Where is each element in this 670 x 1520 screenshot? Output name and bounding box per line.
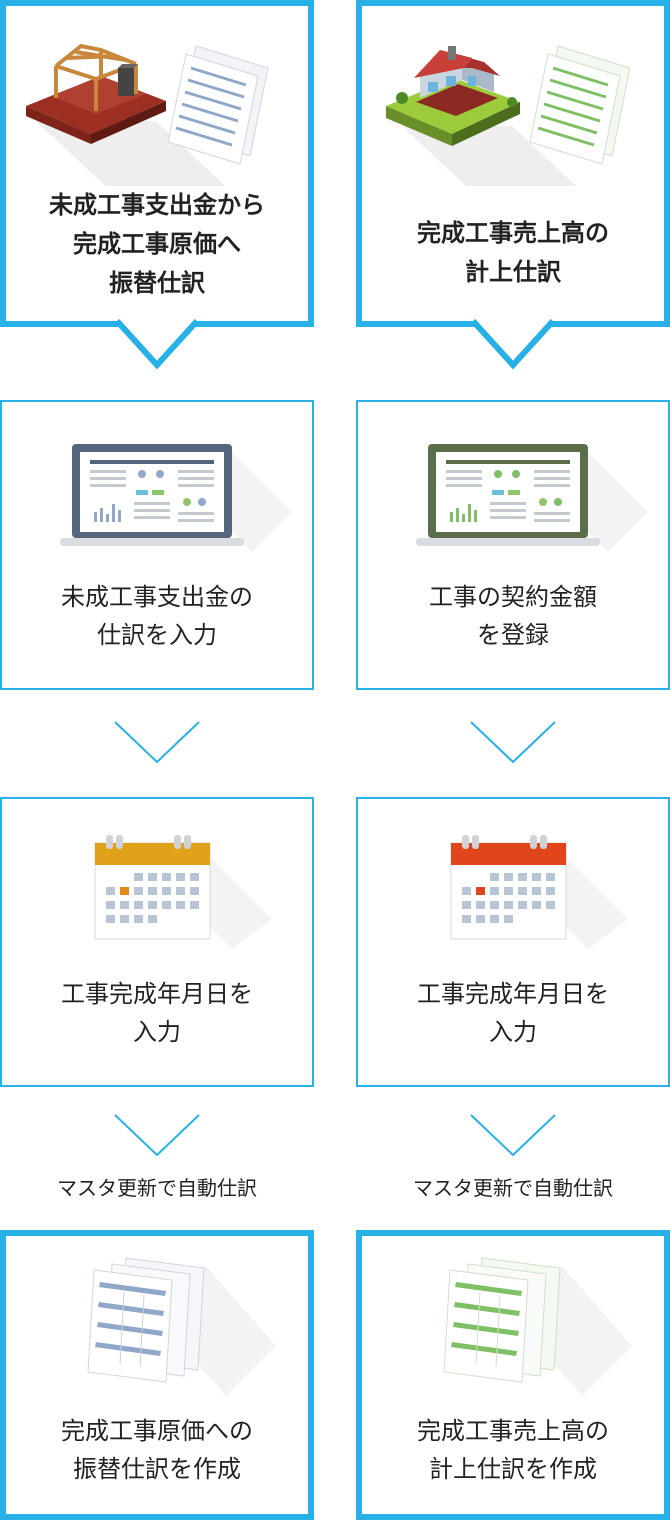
- left-arrow-1-icon: [114, 721, 200, 764]
- house-icon: [386, 46, 520, 146]
- calendar-icon: [94, 835, 211, 940]
- right-auto-journal-note: マスタ更新で自動仕訳: [413, 1176, 613, 1200]
- journal-documents-icon: [87, 1257, 205, 1383]
- left-step2-illustration: [94, 835, 272, 949]
- right-title-text: 完成工事売上高の 計上仕訳: [417, 219, 609, 286]
- left-result-illustration: [87, 1257, 276, 1396]
- right-title-box: 完成工事売上高の 計上仕訳: [356, 0, 670, 327]
- laptop-icon: [60, 444, 244, 546]
- right-step2-illustration: [450, 835, 628, 949]
- left-title-pointer: [117, 319, 197, 369]
- right-step1-box: 工事の契約金額 を登録: [356, 400, 670, 690]
- left-step2-box: 工事完成年月日を 入力: [0, 797, 314, 1087]
- journal-documents-icon: [443, 1257, 561, 1383]
- right-arrow-1-icon: [470, 721, 556, 764]
- left-arrow-2-icon: [114, 1114, 200, 1157]
- right-title-illustration: [386, 45, 631, 186]
- left-auto-journal-note: マスタ更新で自動仕訳: [57, 1176, 257, 1200]
- house-frame-icon: [26, 43, 166, 144]
- right-result-illustration: [443, 1257, 632, 1396]
- left-flow-column: 未成工事支出金から 完成工事原価へ 振替仕訳: [0, 0, 314, 1520]
- left-step2-text: 工事完成年月日を 入力: [61, 980, 253, 1046]
- left-title-box: 未成工事支出金から 完成工事原価へ 振替仕訳: [0, 0, 314, 327]
- calendar-icon: [450, 835, 567, 940]
- left-step1-illustration: [60, 444, 292, 552]
- right-result-text: 完成工事売上高の 計上仕訳を作成: [417, 1417, 609, 1483]
- right-step2-text: 工事完成年月日を 入力: [417, 980, 609, 1046]
- left-title-illustration: [26, 43, 269, 186]
- right-title-pointer: [473, 319, 553, 369]
- right-arrow-2-icon: [470, 1114, 556, 1157]
- documents-icon: [529, 45, 631, 165]
- left-result-text: 完成工事原価への 振替仕訳を作成: [61, 1417, 253, 1483]
- documents-icon: [167, 45, 269, 165]
- right-result-box: 完成工事売上高の 計上仕訳を作成: [356, 1230, 670, 1520]
- right-step1-illustration: [416, 444, 648, 552]
- left-step1-text: 未成工事支出金の 仕訳を入力: [61, 583, 253, 649]
- left-title-text: 未成工事支出金から 完成工事原価へ 振替仕訳: [49, 191, 265, 297]
- right-step2-box: 工事完成年月日を 入力: [356, 797, 670, 1087]
- laptop-icon: [416, 444, 600, 546]
- right-flow-column: 完成工事売上高の 計上仕訳: [356, 0, 670, 1520]
- left-step1-box: 未成工事支出金の 仕訳を入力: [0, 400, 314, 690]
- left-result-box: 完成工事原価への 振替仕訳を作成: [0, 1230, 314, 1520]
- right-step1-text: 工事の契約金額 を登録: [429, 583, 597, 649]
